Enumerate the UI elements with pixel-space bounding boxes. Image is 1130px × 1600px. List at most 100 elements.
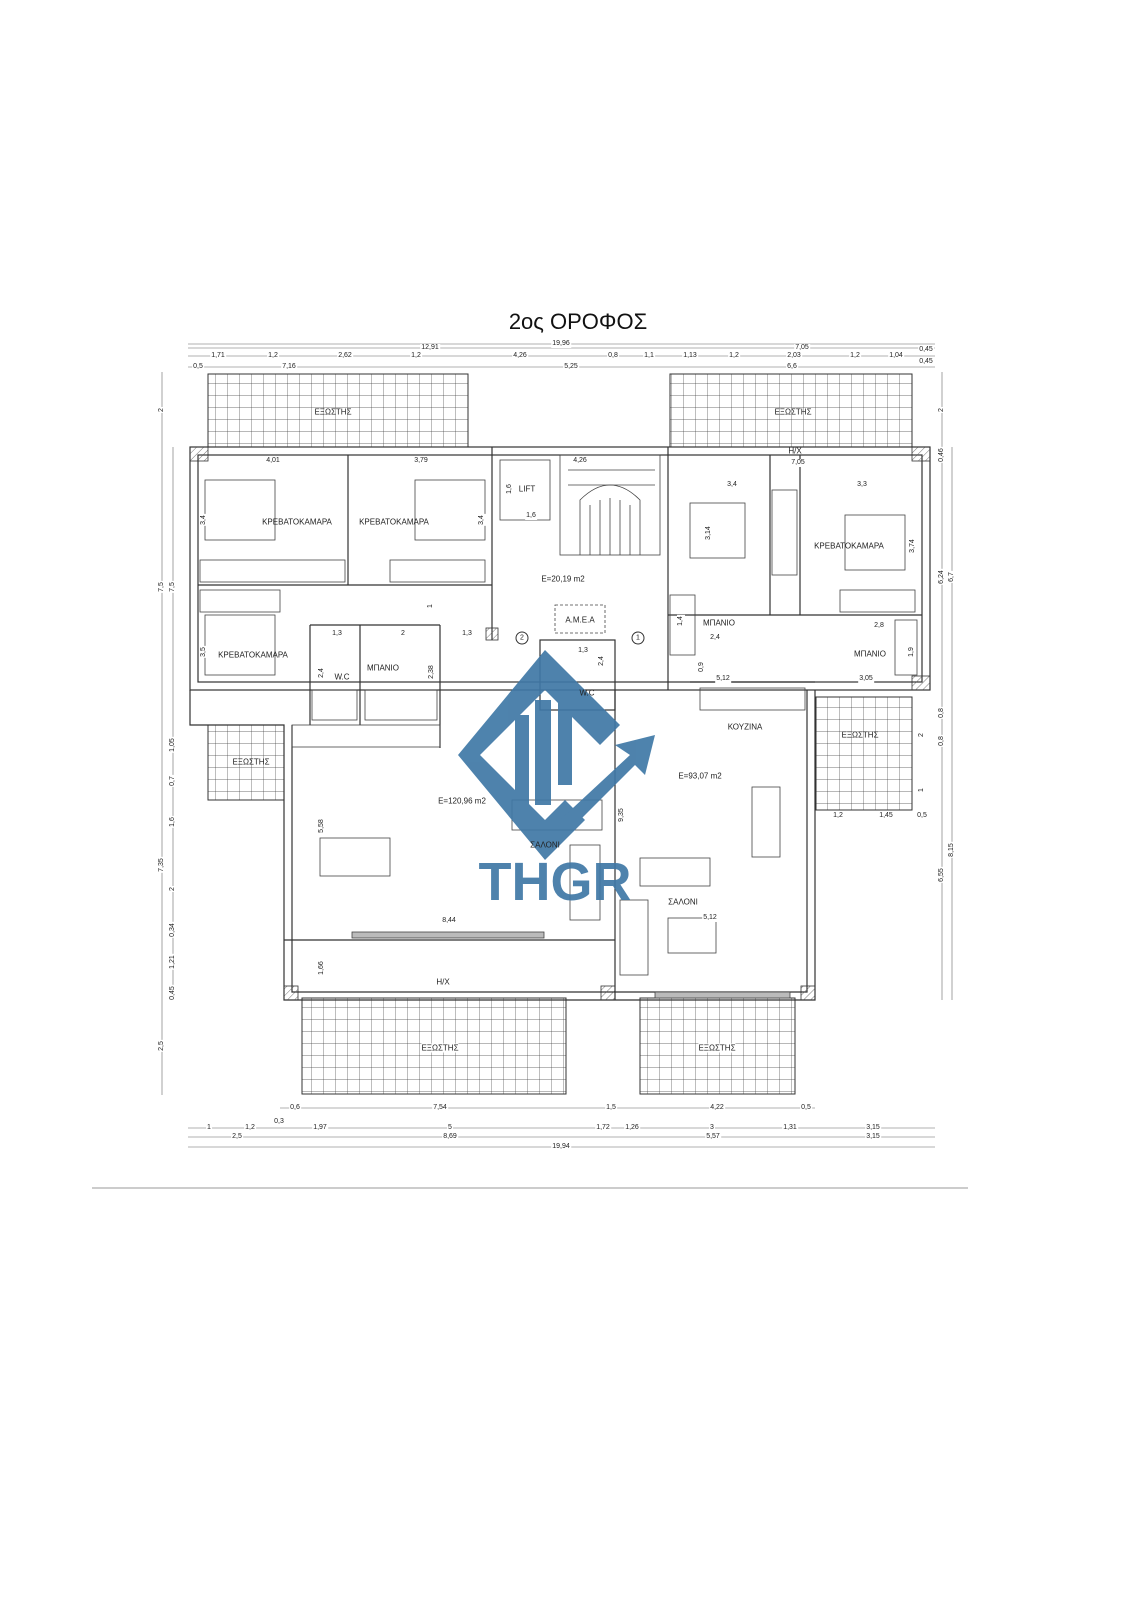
room-label-living: ΣΑΛΟΝΙ xyxy=(668,897,698,907)
watermark-text: THGR xyxy=(479,852,632,912)
dim-label: 5,57 xyxy=(705,1133,721,1141)
stairs xyxy=(499,454,661,634)
dim-label: 2,8 xyxy=(873,622,885,630)
dim-label: 1,72 xyxy=(595,1124,611,1132)
area-label-core: E=20,19 m2 xyxy=(541,574,585,584)
dim-label: 3,4 xyxy=(478,514,486,526)
dim-label: 2,5 xyxy=(158,1040,166,1052)
room-label-balcony: ΕΞΩΣΤΗΣ xyxy=(774,407,812,417)
dim-label: 3,05 xyxy=(858,675,874,683)
dim-label: 5,58 xyxy=(318,818,326,834)
dim-label: 1,2 xyxy=(410,352,422,360)
dim-label: 0,9 xyxy=(698,661,706,673)
dim-label: 3,74 xyxy=(909,538,917,554)
dim-label: 2 xyxy=(158,407,166,413)
dim-label: 1,6 xyxy=(525,512,537,520)
room-label-bedroom: ΚΡΕΒΑΤΟΚΑΜΑΡΑ xyxy=(218,650,288,660)
dim-label: 0,6 xyxy=(289,1104,301,1112)
dim-label: 0,7 xyxy=(169,775,177,787)
dim-label: 8,44 xyxy=(441,917,457,925)
dim-label: 4,26 xyxy=(572,457,588,465)
dim-label: 1,71 xyxy=(210,352,226,360)
dim-label: 0,34 xyxy=(169,922,177,938)
dim-label: 2,62 xyxy=(337,352,353,360)
dim-label: 0,45 xyxy=(169,985,177,1001)
dim-label: 1 xyxy=(427,603,435,609)
room-label-bedroom: ΚΡΕΒΑΤΟΚΑΜΑΡΑ xyxy=(814,541,884,551)
dim-label: 2,5 xyxy=(231,1133,243,1141)
room-label-bedroom: ΚΡΕΒΑΤΟΚΑΜΑΡΑ xyxy=(359,517,429,527)
dim-label: 2,38 xyxy=(428,664,436,680)
dim-label: 1,21 xyxy=(169,954,177,970)
dim-label: 0,3 xyxy=(273,1118,285,1126)
dim-label: 3,3 xyxy=(856,481,868,489)
room-label-wc: W.C xyxy=(579,688,595,698)
dim-label: 0,45 xyxy=(918,346,934,354)
room-label-bedroom: ΚΡΕΒΑΤΟΚΑΜΑΡΑ xyxy=(262,517,332,527)
dim-label: 0,5 xyxy=(192,363,204,371)
room-label-balcony: ΕΞΩΣΤΗΣ xyxy=(698,1043,736,1053)
room-label-lift: LIFT xyxy=(518,484,536,494)
dim-label: 1,9 xyxy=(908,646,916,658)
room-label-bathroom: ΜΠΑΝΙΟ xyxy=(703,618,735,628)
dim-label: 1,26 xyxy=(624,1124,640,1132)
dim-label: 1,6 xyxy=(169,816,177,828)
dim-label: 2 xyxy=(918,732,926,738)
dim-label: 1,04 xyxy=(888,352,904,360)
dim-label: 3,79 xyxy=(413,457,429,465)
balconies xyxy=(207,373,913,1095)
room-label-living: ΣΑΛΟΝΙ xyxy=(530,840,560,850)
dim-label: 4,22 xyxy=(709,1104,725,1112)
dim-label: 0,8 xyxy=(938,707,946,719)
dim-label: 1,97 xyxy=(312,1124,328,1132)
dim-label: 1,05 xyxy=(169,737,177,753)
dim-label: 3 xyxy=(709,1124,715,1132)
dim-label: 2 xyxy=(169,886,177,892)
dim-label: 4,01 xyxy=(265,457,281,465)
dim-label: 2,03 xyxy=(786,352,802,360)
thgr-logo: THGR xyxy=(458,650,655,912)
room-label-wc: W.C xyxy=(334,672,350,682)
dim-label: 9,35 xyxy=(618,807,626,823)
dim-label: 6,6 xyxy=(786,363,798,371)
dim-label: 5,25 xyxy=(563,363,579,371)
dim-label: 7,5 xyxy=(169,581,177,593)
dim-label: 3,4 xyxy=(726,481,738,489)
dim-label: 5,12 xyxy=(702,914,718,922)
dim-label: 1,4 xyxy=(677,615,685,627)
dim-label: 2,4 xyxy=(318,667,326,679)
dim-label: 12,91 xyxy=(420,344,440,352)
dim-label: 1,13 xyxy=(682,352,698,360)
dim-label: 2,4 xyxy=(709,634,721,642)
dim-label: 1,2 xyxy=(832,812,844,820)
dim-label: 1 xyxy=(918,787,926,793)
dim-label: 0,46 xyxy=(938,447,946,463)
dim-label: 2 xyxy=(938,407,946,413)
room-label-hx: H/X xyxy=(436,977,450,987)
dim-label: 0,5 xyxy=(800,1104,812,1112)
dim-label: 1,1 xyxy=(643,352,655,360)
dim-label: 3,15 xyxy=(865,1124,881,1132)
dim-label: 7,54 xyxy=(432,1104,448,1112)
dim-label: 2,4 xyxy=(598,655,606,667)
entrance-marker-1: 1 xyxy=(631,631,645,645)
dim-label: 1,31 xyxy=(782,1124,798,1132)
room-label-balcony: ΕΞΩΣΤΗΣ xyxy=(314,407,352,417)
dim-label: 7,35 xyxy=(158,857,166,873)
dim-label: 7,05 xyxy=(794,344,810,352)
wall-hatches xyxy=(189,446,931,1001)
dim-label: 3,5 xyxy=(200,646,208,658)
dim-label: 1,66 xyxy=(318,960,326,976)
dim-label: 0,5 xyxy=(916,812,928,820)
room-label-hx: H/X xyxy=(788,446,802,456)
dim-label: 7,05 xyxy=(790,459,806,467)
page-title: 2ος ΟΡΟΦΟΣ xyxy=(508,309,648,334)
dim-label: 6,7 xyxy=(948,571,956,583)
dim-label: 0,8 xyxy=(938,735,946,747)
dim-label: 2 xyxy=(400,630,406,638)
dim-label: 6,55 xyxy=(938,867,946,883)
area-label-left-unit: E=120,96 m2 xyxy=(438,796,486,806)
dim-label: 0,8 xyxy=(607,352,619,360)
dim-label: 8,15 xyxy=(948,842,956,858)
dim-label: 5 xyxy=(447,1124,453,1132)
